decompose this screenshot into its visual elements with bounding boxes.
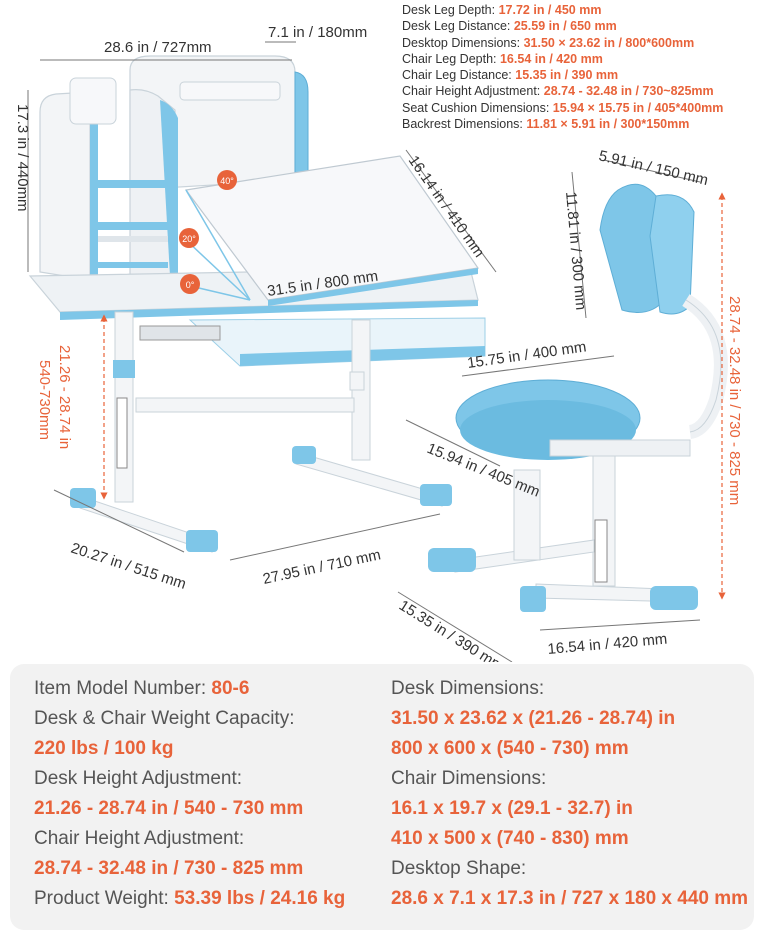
angle-20-label: 20° <box>182 234 196 244</box>
backrest-height-label: 11.81 in / 300 mm <box>562 191 589 311</box>
desk-leg-distance-label: 27.95 in / 710 mm <box>261 546 382 588</box>
capacity-label: Desk & Chair Weight Capacity: <box>34 708 295 729</box>
desk-height-label-b: 540-730mm <box>36 360 53 440</box>
desk-height-label-a: 21.26 - 28.74 in <box>56 345 73 449</box>
spec-chair-leg-distance: Chair Leg Distance: 15.35 in / 390 mm <box>402 68 619 83</box>
chair-dimensions-label: Chair Dimensions: <box>391 768 547 789</box>
angle-0-badge <box>180 274 200 294</box>
spec-desk-leg-distance: Desk Leg Distance: 25.59 in / 650 mm <box>402 19 617 34</box>
chair-dimensions-value-mm: 410 x 500 x (740 - 830) mm <box>391 828 629 849</box>
desktop-shape-value: 28.6 x 7.1 x 17.3 in / 727 x 180 x 440 m… <box>391 888 749 909</box>
spec-chair-height-adjustment: Chair Height Adjustment: 28.74 - 32.48 i… <box>402 84 714 99</box>
info-column-right: Desk Dimensions: 31.50 x 23.62 x (21.26 … <box>391 674 751 914</box>
angle-40-label: 40° <box>220 176 234 186</box>
chair-height-value: 28.74 - 32.48 in / 730 - 825 mm <box>34 858 304 879</box>
model-number-value: 80-6 <box>211 678 250 699</box>
angle-0-label: 0° <box>186 280 195 290</box>
chair <box>428 183 728 612</box>
spec-chair-leg-depth: Chair Leg Depth: 16.54 in / 420 mm <box>402 51 603 66</box>
shelf-depth-label: 7.1 in / 180mm <box>268 24 367 41</box>
desktop-shape-label: Desktop Shape: <box>391 858 527 879</box>
chair-leg-depth-label: 16.54 in / 420 mm <box>547 631 668 658</box>
model-number-row: Item Model Number: 80-6 <box>34 678 250 699</box>
desk-height-label: Desk Height Adjustment: <box>34 768 243 789</box>
chair-leg-distance-label: 15.35 in / 390 mm <box>396 597 507 662</box>
desk-leg-depth-label: 20.27 in / 515 mm <box>69 540 188 593</box>
desk-width-label: 28.6 in / 727mm <box>104 39 212 56</box>
product-weight-row: Product Weight: 53.39 lbs / 24.16 kg <box>34 888 346 909</box>
spec-backrest-dimensions: Backrest Dimensions: 11.81 × 5.91 in / 3… <box>402 117 690 132</box>
angle-20-badge <box>179 228 199 248</box>
desk-height-value: 21.26 - 28.74 in / 540 - 730 mm <box>34 798 304 819</box>
spec-desktop-dimensions: Desktop Dimensions: 31.50 × 23.62 in / 8… <box>402 35 695 50</box>
capacity-value: 220 lbs / 100 kg <box>34 738 174 759</box>
product-weight-value: 53.39 lbs / 24.16 kg <box>174 888 346 909</box>
info-panel: Item Model Number: 80-6 Desk & Chair Wei… <box>10 664 754 930</box>
backrest-width-label: 5.91 in / 150 mm <box>597 147 710 189</box>
spec-desk-leg-depth: Desk Leg Depth: 17.72 in / 450 mm <box>402 3 602 17</box>
spec-seat-cushion-dimensions: Seat Cushion Dimensions: 15.94 × 15.75 i… <box>402 100 724 115</box>
desk-dimensions-value-in: 31.50 x 23.62 x (21.26 - 28.74) in <box>391 708 676 729</box>
shelf-height-label: 17.3 in / 440mm <box>14 104 31 212</box>
chair-dimensions-value-in: 16.1 x 19.7 x (29.1 - 32.7) in <box>391 798 633 819</box>
dimension-lines <box>27 41 701 662</box>
chair-height-label: Chair Height Adjustment: <box>34 828 245 849</box>
chair-height-label: 28.74 - 32.48 in / 730 - 825 mm <box>726 296 743 505</box>
angle-40-badge <box>217 170 237 190</box>
info-column-left: Item Model Number: 80-6 Desk & Chair Wei… <box>34 674 394 914</box>
desk-chair-drawing: 40° 20° 0° <box>14 24 743 662</box>
desk-dimensions-value-mm: 800 x 600 x (540 - 730) mm <box>391 738 629 759</box>
product-illustration: 40° 20° 0° <box>14 2 762 662</box>
spec-list: Desk Leg Depth: 17.72 in / 450 mm Desk L… <box>402 2 762 132</box>
desk <box>28 55 486 553</box>
desk-dimensions-label: Desk Dimensions: <box>391 678 545 699</box>
